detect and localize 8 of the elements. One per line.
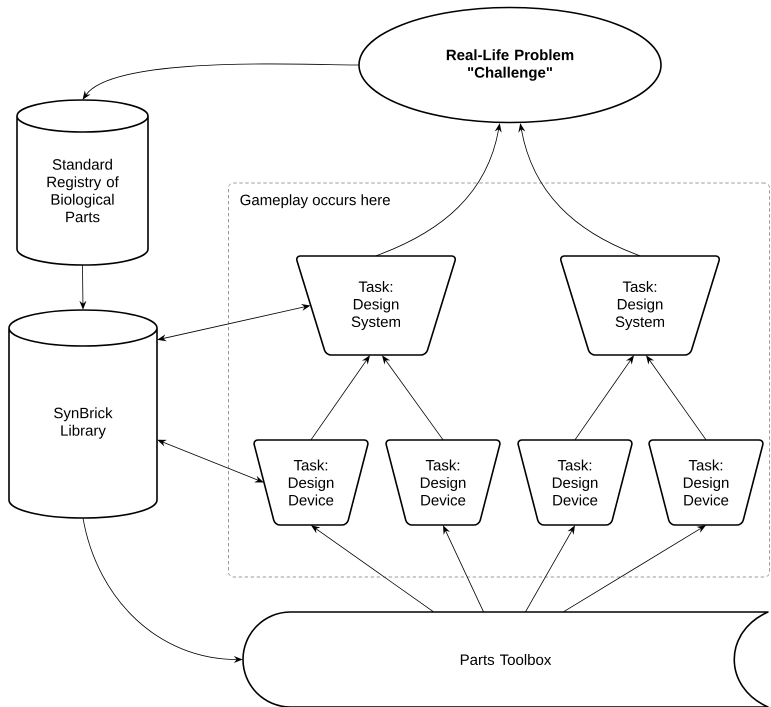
database-cylinder: Standard Registry of Biological Parts	[16, 99, 149, 266]
task-trapezoid: Task: Design Device	[253, 439, 369, 526]
task-trapezoid: Task: Design System	[296, 255, 456, 356]
task-trapezoid: Task: Design System	[560, 255, 720, 356]
task-trapezoid: Task: Design Device	[517, 439, 633, 526]
task-trapezoid: Task: Design Device	[648, 439, 764, 526]
database-cylinder: SynBrick Library	[8, 309, 158, 519]
task-trapezoid: Task: Design Device	[385, 439, 501, 526]
